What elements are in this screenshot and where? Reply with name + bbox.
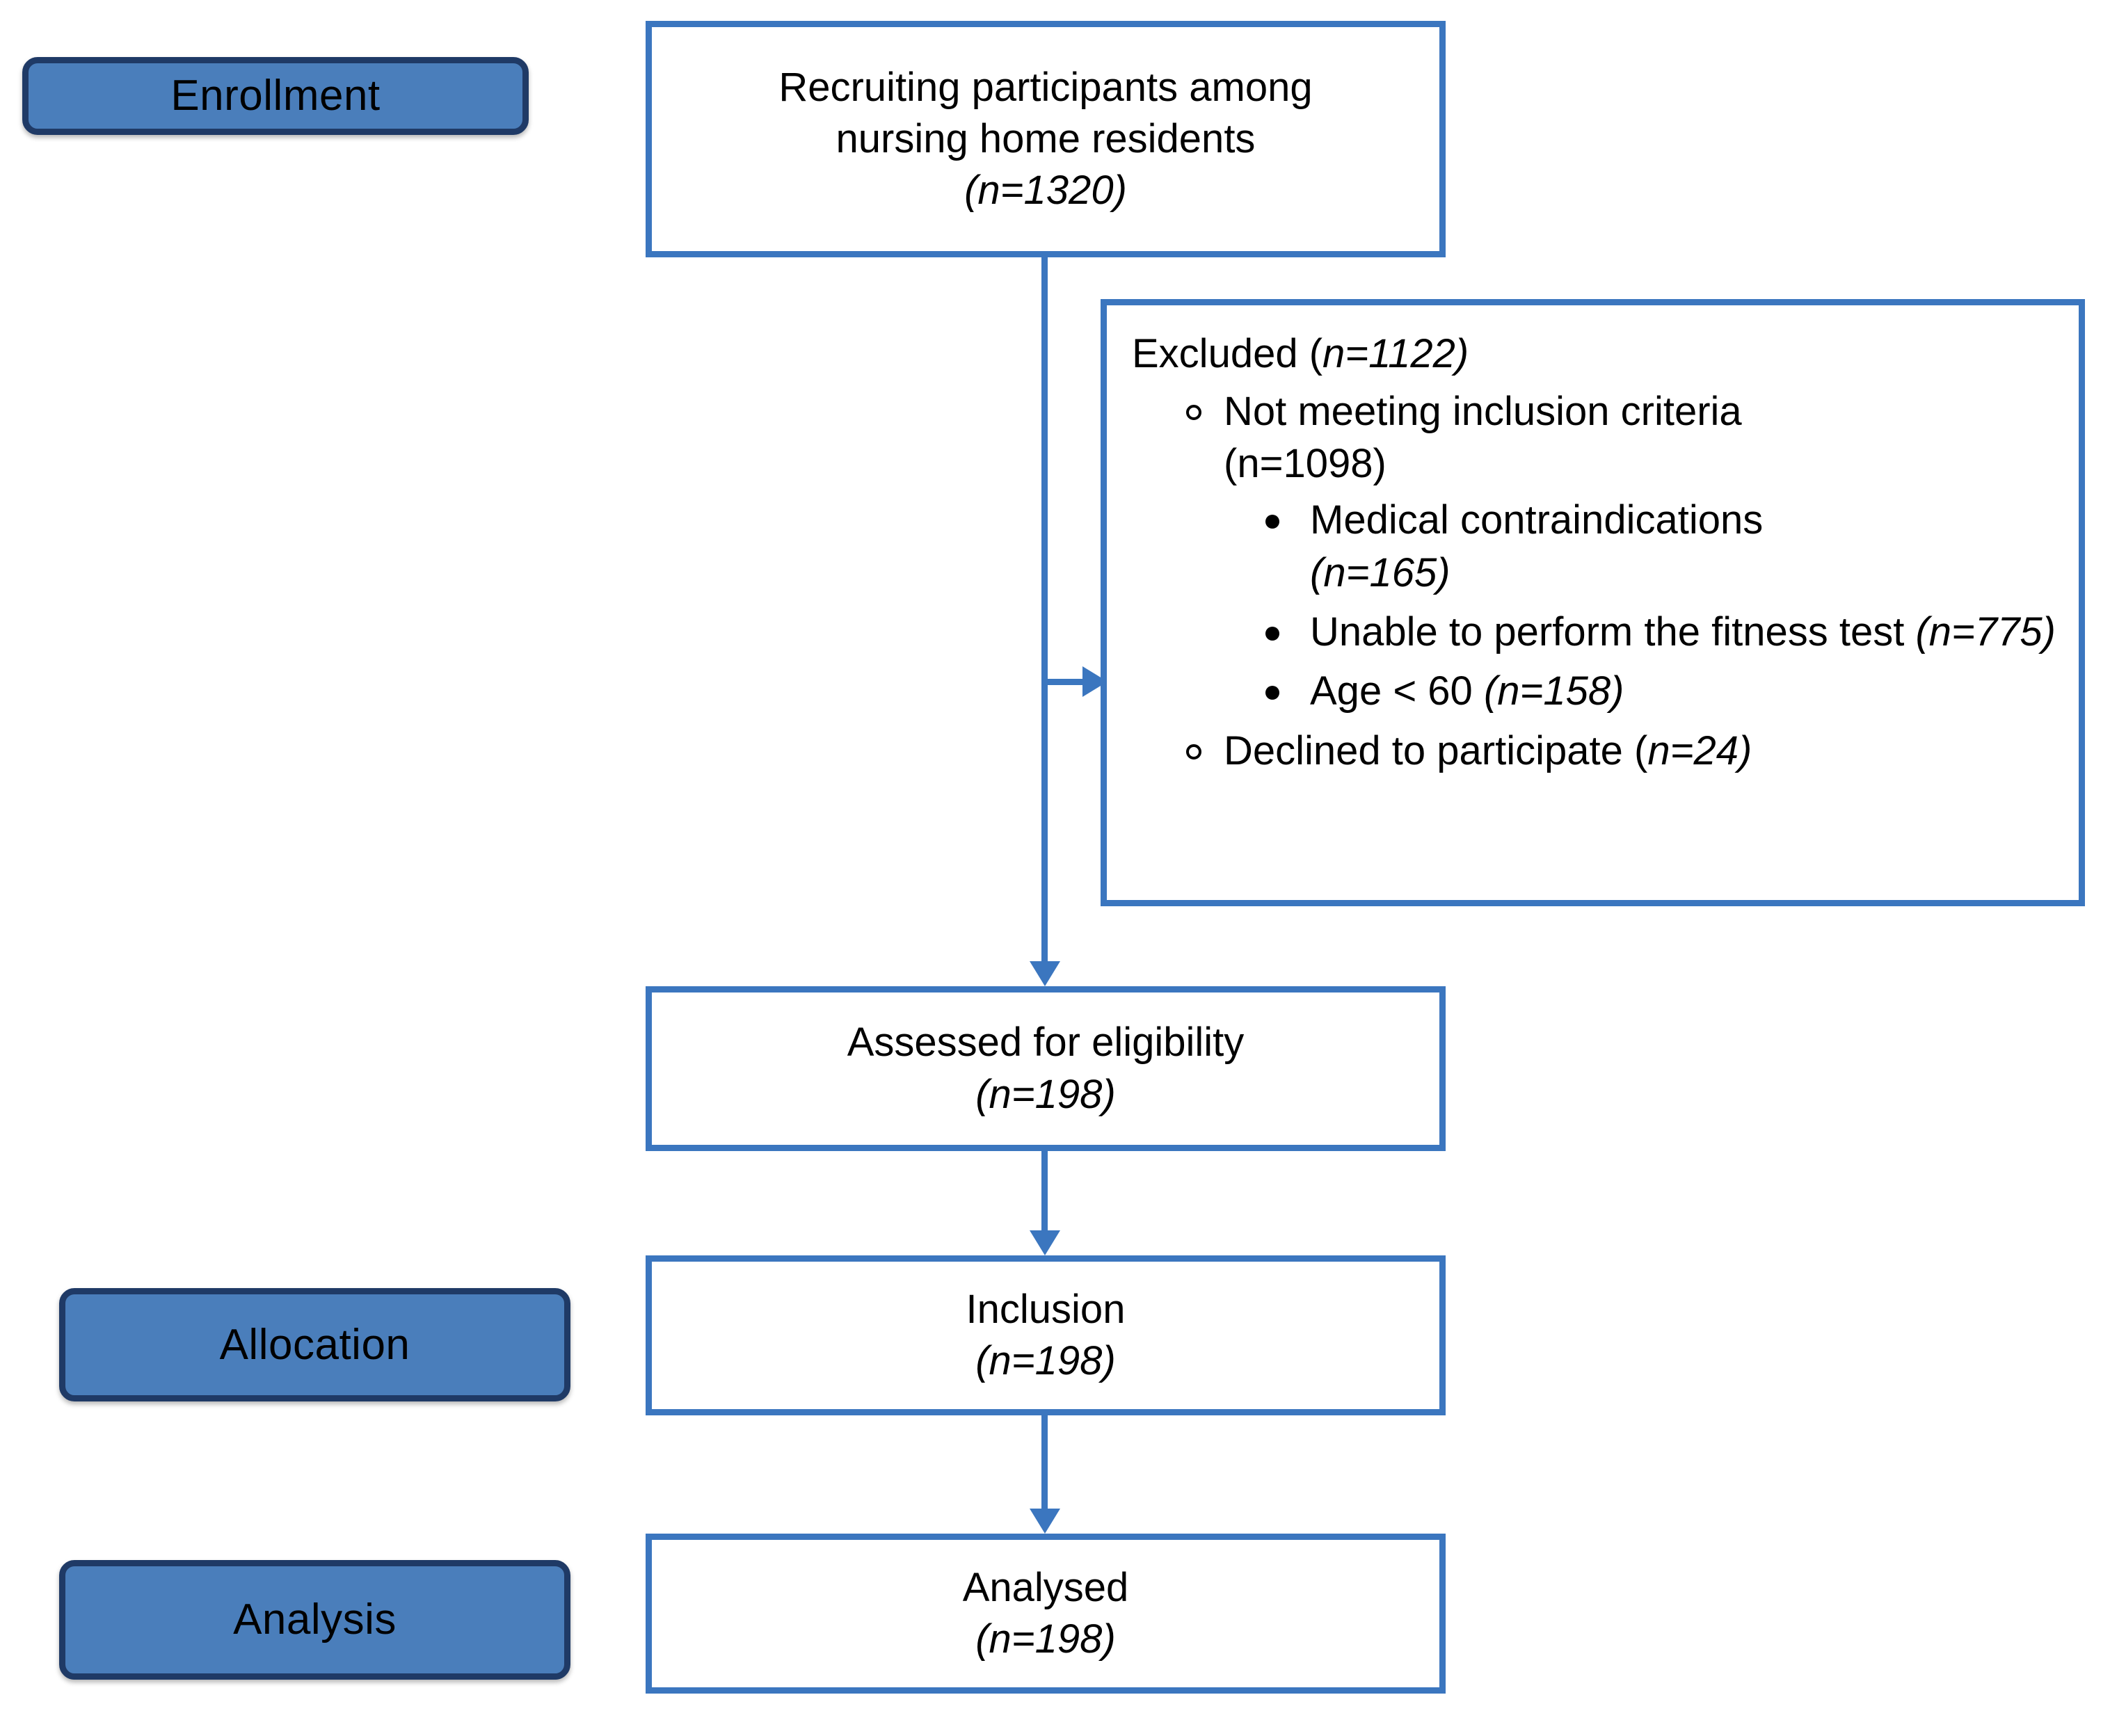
list-item: Age < 60 (n=158) <box>1224 665 2058 717</box>
excluded-item-1-text: Declined to participate ( <box>1224 728 1648 773</box>
excluded-reason-list: Not meeting inclusion criteria (n=1098) … <box>1132 385 2058 778</box>
solid-round-bullet-icon <box>1265 686 1279 700</box>
solid-round-bullet-icon <box>1265 627 1279 641</box>
box-analysed: Analysed (n=198) <box>646 1534 1446 1694</box>
box-assessed-count: (n=198) <box>975 1071 1116 1117</box>
stage-label-analysis: Analysis <box>59 1560 570 1680</box>
excluded-sub-0-count: (n=165) <box>1310 549 1450 595</box>
excluded-item-1-count: n=24) <box>1647 728 1752 773</box>
hollow-circle-bullet-icon <box>1186 404 1201 420</box>
excluded-sub-1-count: (n=775) <box>1915 609 2056 655</box>
box-excluded: Excluded (n=1122) Not meeting inclusion … <box>1101 299 2085 906</box>
list-item: Medical contraindications (n=165) <box>1224 494 2058 599</box>
excluded-sub-1-text: Unable to perform the fitness test <box>1310 609 1916 655</box>
arrowhead-down-assessed <box>1030 961 1060 986</box>
box-inclusion-text: Inclusion (n=198) <box>966 1284 1126 1387</box>
solid-round-bullet-icon <box>1265 515 1279 529</box>
hollow-circle-bullet-icon <box>1186 744 1201 760</box>
list-item: Unable to perform the fitness test (n=77… <box>1224 606 2058 658</box>
connector-to-excluded <box>1041 679 1096 685</box>
connector-assessed-to-inclusion <box>1041 1151 1048 1230</box>
arrowhead-down-analysed <box>1030 1509 1060 1534</box>
box-inclusion-count: (n=198) <box>975 1338 1116 1383</box>
box-inclusion: Inclusion (n=198) <box>646 1255 1446 1415</box>
box-assessed-line1: Assessed for eligibility <box>847 1020 1245 1066</box>
excluded-item-0-line1: Not meeting inclusion criteria <box>1224 388 1742 434</box>
stage-label-analysis-text: Analysis <box>233 1596 397 1644</box>
box-assessed-text: Assessed for eligibility (n=198) <box>847 1017 1245 1120</box>
box-recruiting: Recruiting participants among nursing ho… <box>646 21 1446 257</box>
excluded-item-0-line2: (n=1098) <box>1224 440 1386 486</box>
box-recruiting-count: (n=1320) <box>964 168 1127 214</box>
arrowhead-down-inclusion <box>1030 1230 1060 1255</box>
stage-label-allocation-text: Allocation <box>219 1320 410 1369</box>
excluded-sub-2-text: Age < 60 <box>1310 668 1484 714</box>
box-assessed-for-eligibility: Assessed for eligibility (n=198) <box>646 986 1446 1151</box>
excluded-sub-2-count: (n=158) <box>1483 668 1624 714</box>
connector-inclusion-to-analysed <box>1041 1415 1048 1509</box>
box-recruiting-line1: Recruiting participants among <box>778 64 1313 110</box>
connector-recruiting-to-assessed <box>1041 257 1048 961</box>
excluded-heading: Excluded (n=1122) <box>1132 331 1469 376</box>
stage-label-enrollment-text: Enrollment <box>170 72 381 120</box>
box-recruiting-line2: nursing home residents <box>836 115 1256 161</box>
stage-label-enrollment: Enrollment <box>22 57 529 135</box>
box-inclusion-line1: Inclusion <box>966 1286 1126 1332</box>
box-recruiting-text: Recruiting participants among nursing ho… <box>778 62 1312 217</box>
excluded-subreason-list: Medical contraindications (n=165) Unable… <box>1224 494 2058 718</box>
stage-label-allocation: Allocation <box>59 1288 570 1401</box>
excluded-sub-0-text: Medical contraindications <box>1310 497 1764 543</box>
box-analysed-line1: Analysed <box>962 1564 1129 1610</box>
list-item: Not meeting inclusion criteria (n=1098) … <box>1132 385 2058 718</box>
list-item: Declined to participate (n=24) <box>1132 725 2058 777</box>
box-analysed-text: Analysed (n=198) <box>963 1562 1129 1665</box>
box-analysed-count: (n=198) <box>975 1616 1116 1662</box>
